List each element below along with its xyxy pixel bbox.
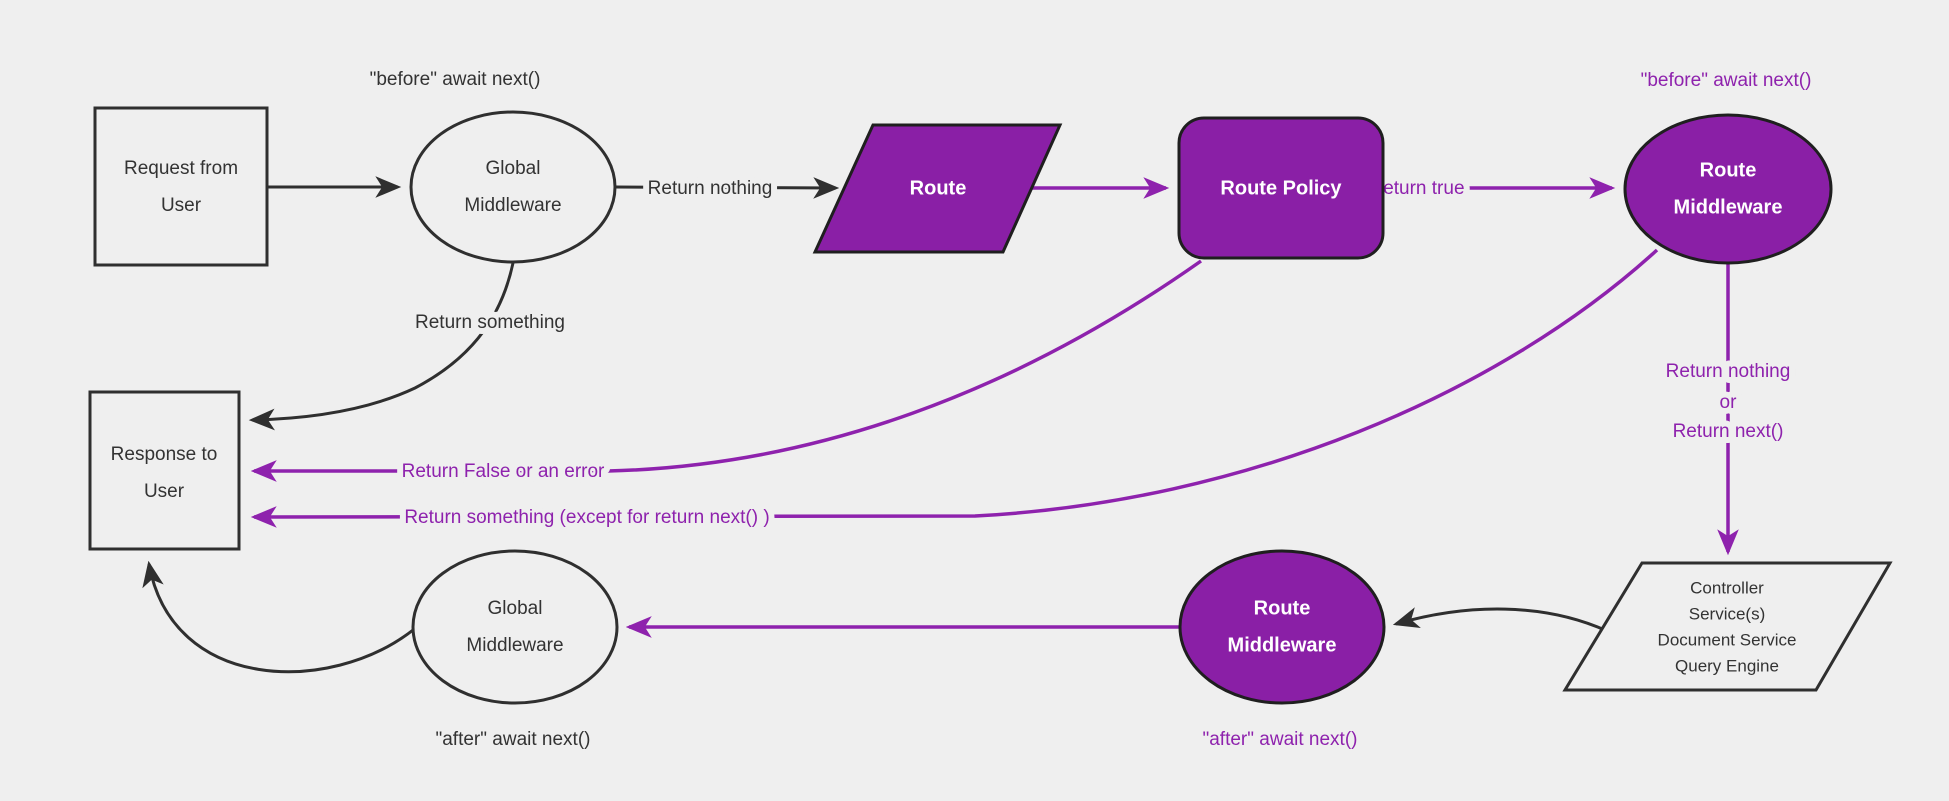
services-node: Controller Service(s) Document Service Q… xyxy=(1562,561,1893,692)
node-label: Request from xyxy=(124,158,238,179)
request-from-user-node: Request from User xyxy=(93,106,269,267)
label-after-await-bottom-middle: "after" await next() xyxy=(1203,729,1358,750)
node-label: User xyxy=(161,195,202,216)
node-label: Response to xyxy=(111,444,218,465)
label-return-nothing: Return nothing xyxy=(648,178,773,199)
response-to-user-node: Response to User xyxy=(88,390,241,551)
label-after-await-bottom-left: "after" await next() xyxy=(436,729,591,750)
label-return-nothing-or-line2: or xyxy=(1720,392,1738,413)
edge-services-to-route-middleware-bottom xyxy=(1392,607,1608,633)
label-before-await-top-right: "before" await next() xyxy=(1641,70,1812,91)
node-label: Middleware xyxy=(466,635,563,656)
global-middleware-top-node: Global Middleware xyxy=(409,110,617,264)
label-return-something: Return something xyxy=(415,312,565,333)
route-node: Route xyxy=(812,123,1063,254)
label-return-false-or-error: Return False or an error xyxy=(402,461,605,482)
label-return-something-except: Return something (except for return next… xyxy=(404,507,769,528)
node-label: Route xyxy=(1700,159,1757,181)
node-label: Route xyxy=(910,177,967,199)
node-label: Route xyxy=(1254,597,1311,619)
node-label: User xyxy=(144,481,185,502)
node-label: Document Service xyxy=(1658,630,1797,649)
node-label: Global xyxy=(488,598,543,619)
node-label: Middleware xyxy=(464,195,561,216)
global-middleware-bottom-node: Global Middleware xyxy=(411,549,619,705)
edge-global-middleware-to-route xyxy=(614,177,840,199)
node-label: Query Engine xyxy=(1675,656,1779,675)
label-return-nothing-or-line1: Return nothing xyxy=(1666,361,1791,382)
node-label: Global xyxy=(486,158,541,179)
edge-route-middleware-return-something xyxy=(250,248,1659,528)
label-return-nothing-or-line3: Return next() xyxy=(1673,421,1784,442)
node-label: Middleware xyxy=(1228,634,1337,656)
edge-route-policy-return-false xyxy=(250,259,1203,482)
node-label: Service(s) xyxy=(1689,604,1766,623)
label-before-await-top-left: "before" await next() xyxy=(370,69,541,90)
route-middleware-top-node: Route Middleware xyxy=(1623,113,1833,265)
node-label: Controller xyxy=(1690,578,1764,597)
edge-global-middleware-return-something xyxy=(248,262,515,431)
route-middleware-bottom-node: Route Middleware xyxy=(1178,549,1386,705)
node-label: Route Policy xyxy=(1220,177,1342,199)
route-policy-node: Route Policy xyxy=(1177,116,1385,260)
edge-global-middleware-bottom-to-response xyxy=(142,560,414,674)
node-label: Middleware xyxy=(1674,196,1783,218)
